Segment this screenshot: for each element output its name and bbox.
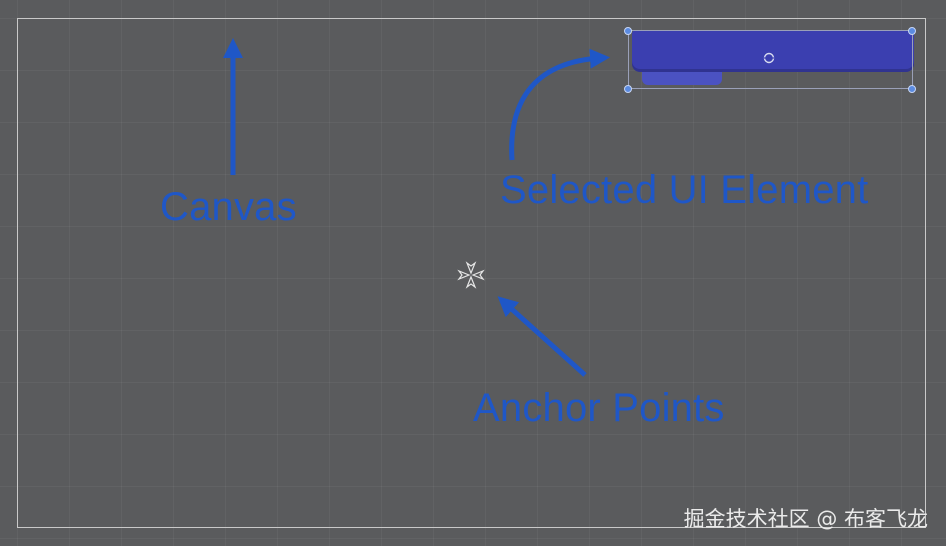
ui-element-shadow <box>642 70 722 85</box>
resize-handle-bottom-right[interactable] <box>908 85 916 93</box>
canvas-annotation: Canvas <box>160 185 297 229</box>
canvas-bounds <box>17 18 926 528</box>
arrow-icon <box>509 48 610 161</box>
anchor-points-icon[interactable] <box>455 259 487 291</box>
rect-transform-frame <box>628 30 913 89</box>
selected-ui-element[interactable] <box>632 30 914 72</box>
resize-handle-top-right[interactable] <box>908 27 916 35</box>
anchor-points-annotation: Anchor Points <box>473 386 725 430</box>
pivot-icon[interactable] <box>763 52 775 64</box>
arrow-icon <box>497 296 587 377</box>
watermark: 掘金技术社区 @ 布客飞龙 <box>683 507 928 531</box>
resize-handle-bottom-left[interactable] <box>624 85 632 93</box>
selected-ui-element-annotation: Selected UI Element <box>500 168 869 212</box>
resize-handle-top-left[interactable] <box>624 27 632 35</box>
